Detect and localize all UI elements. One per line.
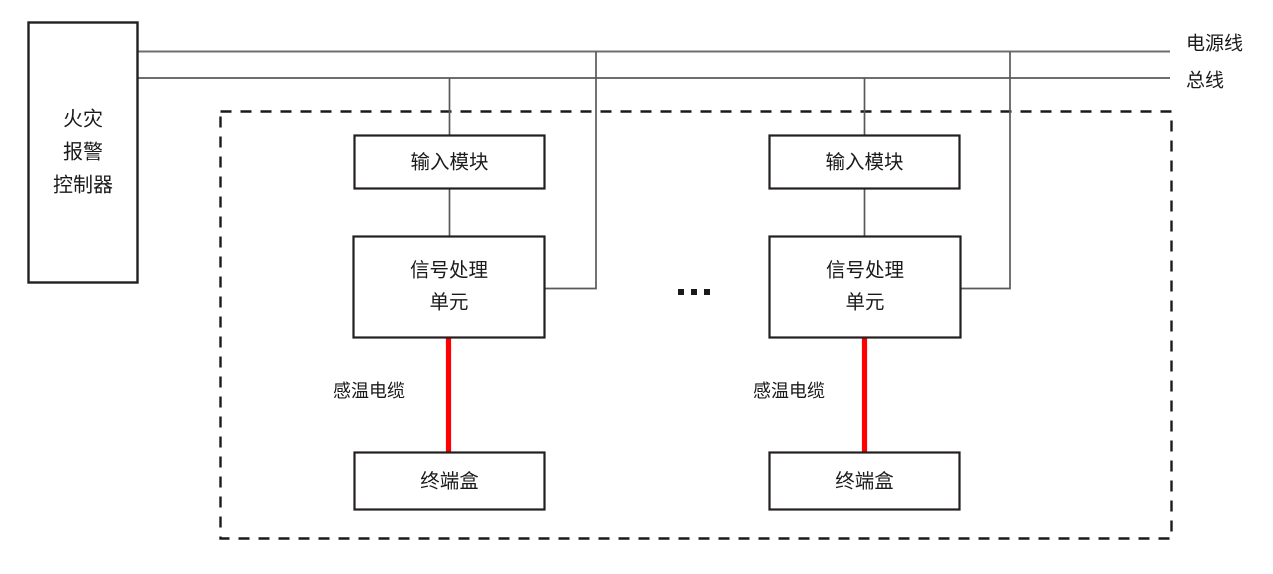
detection-zone-boundary bbox=[219, 110, 1173, 540]
input-module-box-1[interactable] bbox=[353, 134, 546, 190]
terminal-box-2[interactable] bbox=[768, 451, 961, 511]
input-module-label-1: 输入模块 bbox=[410, 151, 488, 174]
signal-unit-label-1-line-1: 信号处理 bbox=[410, 259, 488, 282]
power-line-legend-label: 电源线 bbox=[1186, 33, 1243, 55]
power-drop-group-1 bbox=[545, 51, 597, 290]
bus-line-legend-label: 总线 bbox=[1186, 70, 1224, 92]
terminal-box-label-2: 终端盒 bbox=[835, 470, 894, 493]
input-module-label-2: 输入模块 bbox=[825, 151, 903, 174]
terminal-box-1[interactable] bbox=[353, 451, 546, 511]
repeat-ellipsis bbox=[678, 289, 710, 295]
fire-alarm-controller-box[interactable] bbox=[27, 21, 139, 284]
signal-unit-label-2-line-1: 信号处理 bbox=[826, 259, 904, 282]
power-drop-group-2 bbox=[960, 51, 1011, 290]
input-module-box-2[interactable] bbox=[768, 134, 961, 190]
heat-cable-label-2: 感温电缆 bbox=[753, 381, 825, 402]
signal-unit-label-1-line-2: 单元 bbox=[429, 291, 468, 314]
controller-label-line-1: 火灾 bbox=[63, 107, 103, 131]
heat-cable-label-1: 感温电缆 bbox=[333, 381, 405, 402]
controller-label-line-2: 报警 bbox=[63, 140, 103, 164]
signal-unit-label-2-line-2: 单元 bbox=[845, 291, 884, 314]
terminal-box-label-1: 终端盒 bbox=[420, 470, 479, 493]
signal-processing-unit-box-1[interactable] bbox=[352, 235, 546, 339]
controller-label-line-3: 控制器 bbox=[53, 173, 113, 197]
signal-processing-unit-box-2[interactable] bbox=[768, 235, 962, 339]
